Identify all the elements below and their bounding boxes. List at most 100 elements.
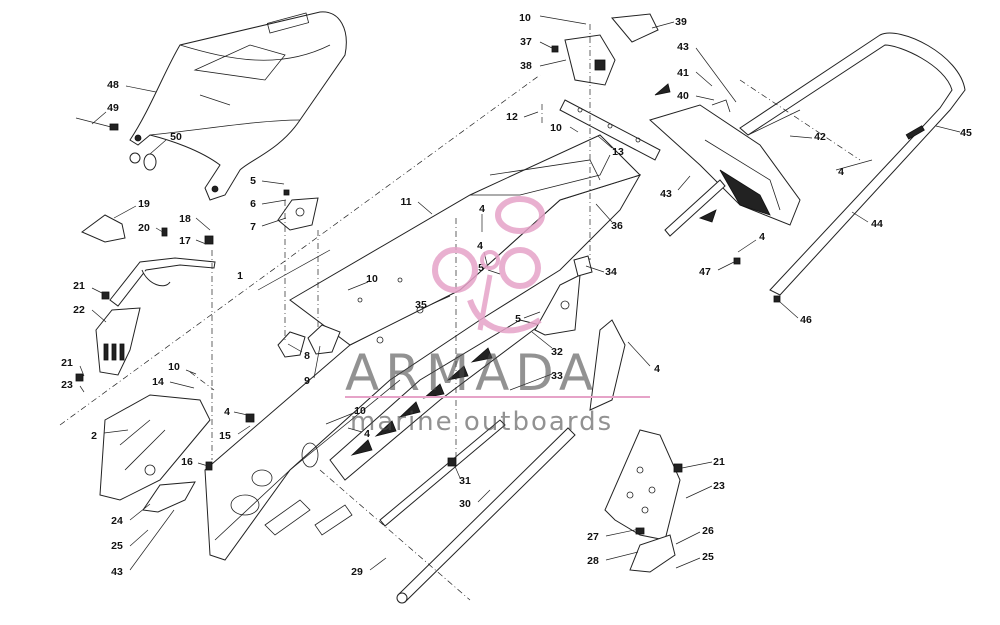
leader-line-c9 [313, 345, 321, 379]
assembly-lines [59, 24, 861, 601]
callout-c4b: 4 [479, 203, 485, 215]
callout-c37: 37 [520, 36, 532, 48]
seat-assembly [129, 11, 347, 201]
leader-line-c27 [605, 527, 645, 537]
callout-c46: 46 [800, 314, 812, 326]
callout-c39: 39 [675, 16, 687, 28]
leader-line-c1 [257, 249, 331, 291]
leader-line-c5c [523, 311, 541, 319]
leader-line-c36 [595, 203, 613, 223]
callout-c32: 32 [551, 346, 563, 358]
callout-c4e: 4 [654, 363, 660, 375]
taillight-42 [649, 99, 801, 226]
callout-c4d: 4 [364, 428, 370, 440]
leader-line-c6 [261, 199, 287, 205]
callout-c31: 31 [459, 475, 471, 487]
leader-line-c19 [113, 205, 137, 219]
leader-line-c35 [431, 295, 451, 305]
callout-c24: 24 [111, 515, 123, 527]
watermark-logo [432, 196, 545, 334]
leader-line-c23b [685, 485, 713, 499]
leader-line-c39 [651, 21, 675, 29]
callout-c35: 35 [415, 299, 427, 311]
callout-c4c: 4 [477, 240, 483, 252]
leader-line-c31 [453, 463, 461, 479]
callout-c22: 22 [73, 304, 85, 316]
callout-c34: 34 [605, 266, 617, 278]
callout-c28: 28 [587, 555, 599, 567]
callout-c5c: 5 [515, 313, 521, 325]
leader-line-c49 [91, 111, 107, 125]
callout-c48: 48 [107, 79, 119, 91]
leader-line-c46 [779, 301, 799, 319]
callout-c18: 18 [179, 213, 191, 225]
callout-c40: 40 [677, 90, 689, 102]
leader-line-c10c [347, 281, 369, 291]
callout-labels: 1244444445556789101010101011121314151617… [61, 12, 972, 578]
callout-c21b: 21 [61, 357, 73, 369]
leader-line-c34 [585, 265, 605, 273]
cap-39 [611, 13, 659, 43]
plate-33 [589, 319, 626, 411]
callout-c16: 16 [181, 456, 193, 468]
callout-c43b: 43 [660, 188, 672, 200]
callout-c4f: 4 [838, 166, 844, 178]
callout-c6: 6 [250, 198, 256, 210]
leader-line-c2 [103, 429, 129, 434]
foot-plate [604, 429, 681, 541]
callout-c50: 50 [170, 131, 182, 143]
leader-line-c18 [195, 217, 211, 231]
leader-line-c16 [197, 462, 209, 467]
callout-c17: 17 [179, 235, 191, 247]
leader-line-c30 [477, 489, 491, 503]
callout-c25b: 25 [702, 551, 714, 563]
plate-22 [95, 307, 141, 376]
leader-line-c47 [717, 261, 735, 271]
callout-c23b: 23 [713, 480, 725, 492]
leader-line-c10d [185, 369, 197, 375]
bracket-24 [142, 481, 196, 513]
callout-c10c: 10 [366, 273, 378, 285]
leader-line-c38 [539, 59, 567, 67]
leader-line-c48 [125, 85, 157, 93]
leader-line-c13 [597, 135, 613, 149]
callout-c4a: 4 [224, 406, 230, 418]
rear-axle-29 [396, 427, 576, 604]
handle-17 [109, 257, 216, 307]
callout-c27: 27 [587, 531, 599, 543]
callout-c44: 44 [871, 218, 883, 230]
watermark-tagline: marine outboards [350, 407, 613, 437]
callout-c1: 1 [237, 270, 243, 282]
leader-line-c40 [695, 95, 715, 101]
callout-c7: 7 [250, 221, 256, 233]
bracket-32 [534, 274, 581, 336]
callout-c43c: 43 [111, 566, 123, 578]
callout-c10d: 10 [168, 361, 180, 373]
callout-c10b: 10 [550, 122, 562, 134]
leader-line-c26 [675, 531, 701, 545]
leader-line-c21c [681, 461, 713, 469]
leader-line-c8 [287, 343, 303, 353]
leader-line-c25a [129, 529, 149, 547]
strip-43 [664, 179, 726, 237]
callout-c42: 42 [814, 131, 826, 143]
callout-c21a: 21 [73, 280, 85, 292]
leader-line-c25b [675, 557, 701, 569]
callout-c19: 19 [138, 198, 150, 210]
leader-line-c43b [677, 175, 691, 191]
rear-support-13 [559, 99, 661, 161]
watermark-brand: ARMADA [345, 344, 599, 402]
callout-c33: 33 [551, 370, 563, 382]
callout-c49: 49 [107, 102, 119, 114]
callout-c43a: 43 [677, 41, 689, 53]
callout-c9: 9 [304, 375, 310, 387]
tunnel-assembly [204, 134, 642, 561]
leader-line-c20 [155, 227, 167, 235]
callout-c12: 12 [506, 111, 518, 123]
leader-line-c37 [539, 41, 557, 51]
callout-c14: 14 [152, 376, 164, 388]
leader-line-c17 [195, 239, 207, 245]
front-frame-2 [99, 394, 211, 501]
callout-c21c: 21 [713, 456, 725, 468]
